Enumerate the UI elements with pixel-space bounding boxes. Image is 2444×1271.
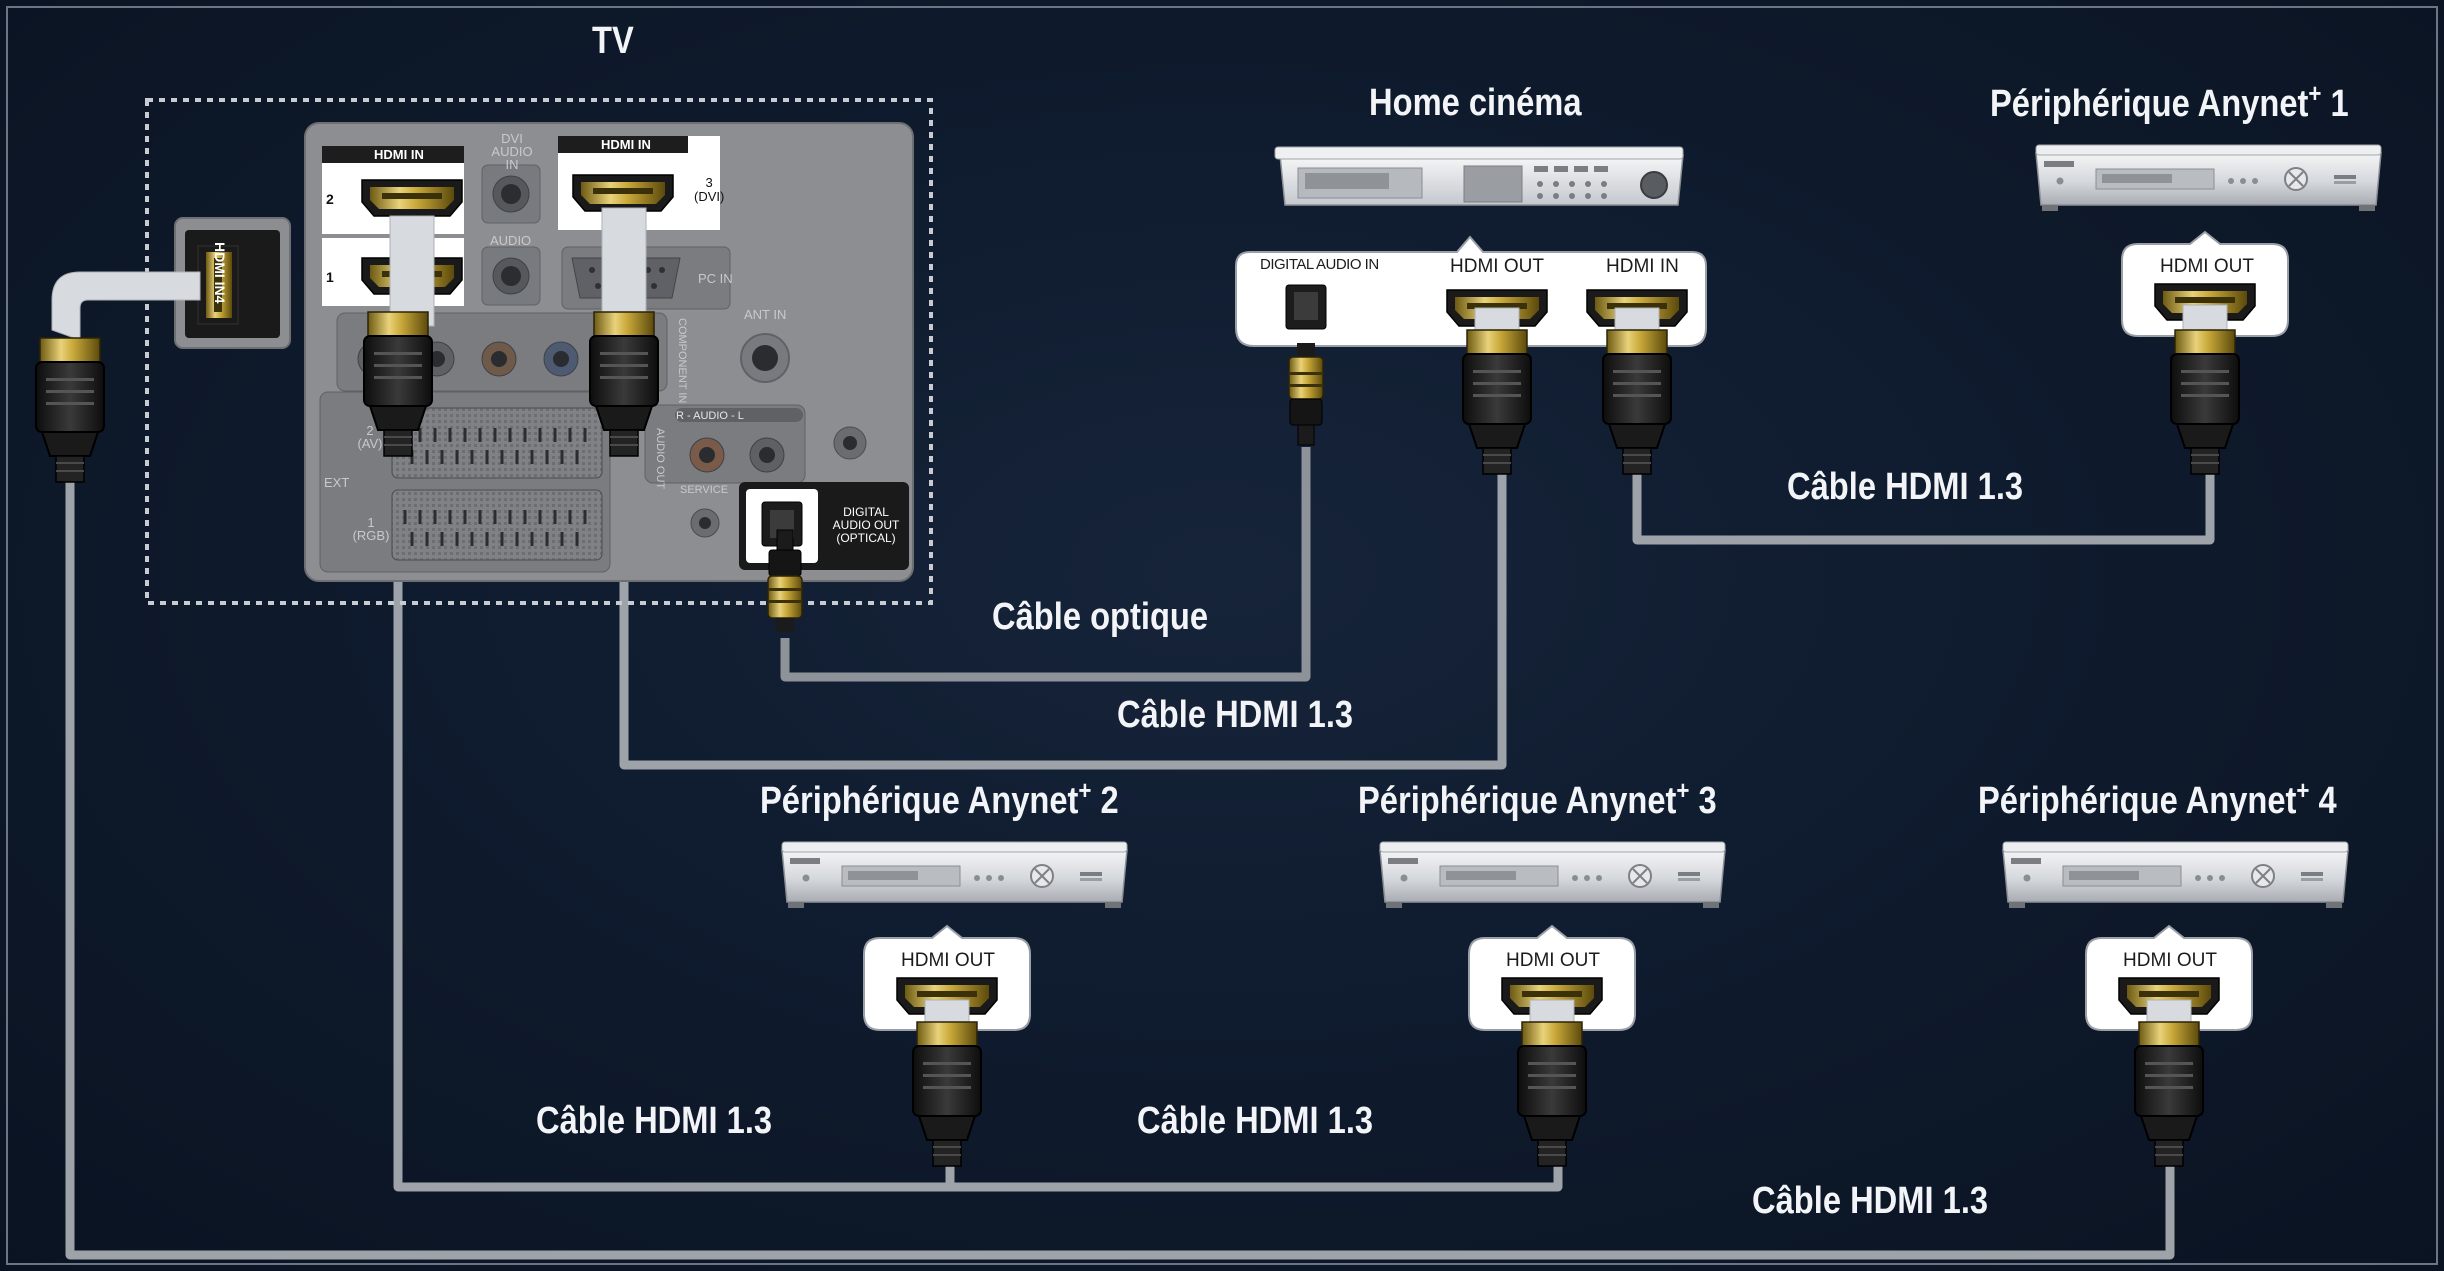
tv-label: TV	[592, 20, 634, 62]
tv-ext1-label: 1 (RGB)	[352, 515, 390, 543]
cable-optical	[780, 447, 1311, 682]
device2-port-label: HDMI OUT	[901, 950, 995, 971]
device4-label: Périphérique Anynet+ 4	[1978, 775, 2337, 822]
tv-port-1: 1	[326, 269, 334, 285]
tv-dvi-audio-in-label: DVI AUDIO IN	[491, 131, 533, 172]
cable-optical-label: Câble optique	[992, 596, 1209, 638]
cable-home-cinema-device1	[1632, 470, 2215, 545]
tv-hdmi-in4-label: HDMI IN4	[212, 242, 228, 304]
cable-hdmi-label-d4: Câble HDMI 1.3	[1752, 1180, 1989, 1222]
tv-digital-audio-out-label: DIGITAL AUDIO OUT (OPTICAL)	[832, 505, 900, 545]
device3-label: Périphérique Anynet+ 3	[1358, 775, 1717, 822]
tv-audio-rl-label: R - AUDIO - L	[676, 410, 744, 422]
cable-hdmi-label-d3: Câble HDMI 1.3	[1137, 1100, 1374, 1142]
anynet-device-4	[2002, 841, 2349, 1167]
home-cinema	[1235, 146, 1707, 351]
anynet-device-2	[781, 841, 1128, 1167]
device2-label: Périphérique Anynet+ 2	[760, 775, 1119, 822]
device3-port-label: HDMI OUT	[1506, 950, 1600, 971]
tv-component-in-label: COMPONENT IN	[676, 318, 688, 404]
tv-ext2-label: 2 (AV)	[357, 423, 383, 451]
home-cinema-plugs	[1288, 329, 1672, 475]
tv-panel	[51, 98, 933, 605]
device4-port-label: HDMI OUT	[2123, 950, 2217, 971]
tv-port-3: 3(DVI)	[694, 175, 725, 204]
cable-hdmi-label-d2: Câble HDMI 1.3	[536, 1100, 773, 1142]
hc-digital-audio-in-label: DIGITAL AUDIO IN	[1260, 256, 1379, 273]
hc-hdmi-out-label: HDMI OUT	[1450, 256, 1544, 277]
tv-port-2: 2	[326, 191, 334, 207]
tv-hdmi-in3-label: HDMI IN	[601, 137, 651, 152]
tv-hdmi-in-label: HDMI IN	[374, 147, 424, 162]
tv-pc-in-label: PC IN	[698, 271, 733, 286]
tv-audio-out-label: AUDIO OUT	[654, 428, 666, 490]
anynet-device-1	[2035, 144, 2382, 475]
tv-audio-label: AUDIO	[490, 233, 532, 248]
cable-hdmi-label-tv-hc: Câble HDMI 1.3	[1117, 694, 1354, 736]
cables	[65, 425, 2215, 1260]
hc-hdmi-in-label: HDMI IN	[1606, 256, 1679, 277]
anynet-device-3	[1379, 841, 1726, 1167]
tv-ant-in-label: ANT IN	[744, 307, 787, 322]
cable-hdmi-in4-device4	[65, 460, 2175, 1260]
cable-hdmi-in2-device3	[393, 425, 1563, 1192]
device1-port-label: HDMI OUT	[2160, 256, 2254, 277]
device1-label: Périphérique Anynet+ 1	[1990, 78, 2349, 125]
home-cinema-label: Home cinéma	[1369, 82, 1582, 124]
tv-service-label: SERVICE	[680, 484, 729, 496]
cable-hdmi-in3-home-cinema	[619, 425, 1507, 770]
tv-dashed-outline	[145, 98, 933, 605]
cable-hdmi-label-hc-d1: Câble HDMI 1.3	[1787, 466, 2024, 508]
tv-ext-label: EXT	[324, 475, 350, 490]
